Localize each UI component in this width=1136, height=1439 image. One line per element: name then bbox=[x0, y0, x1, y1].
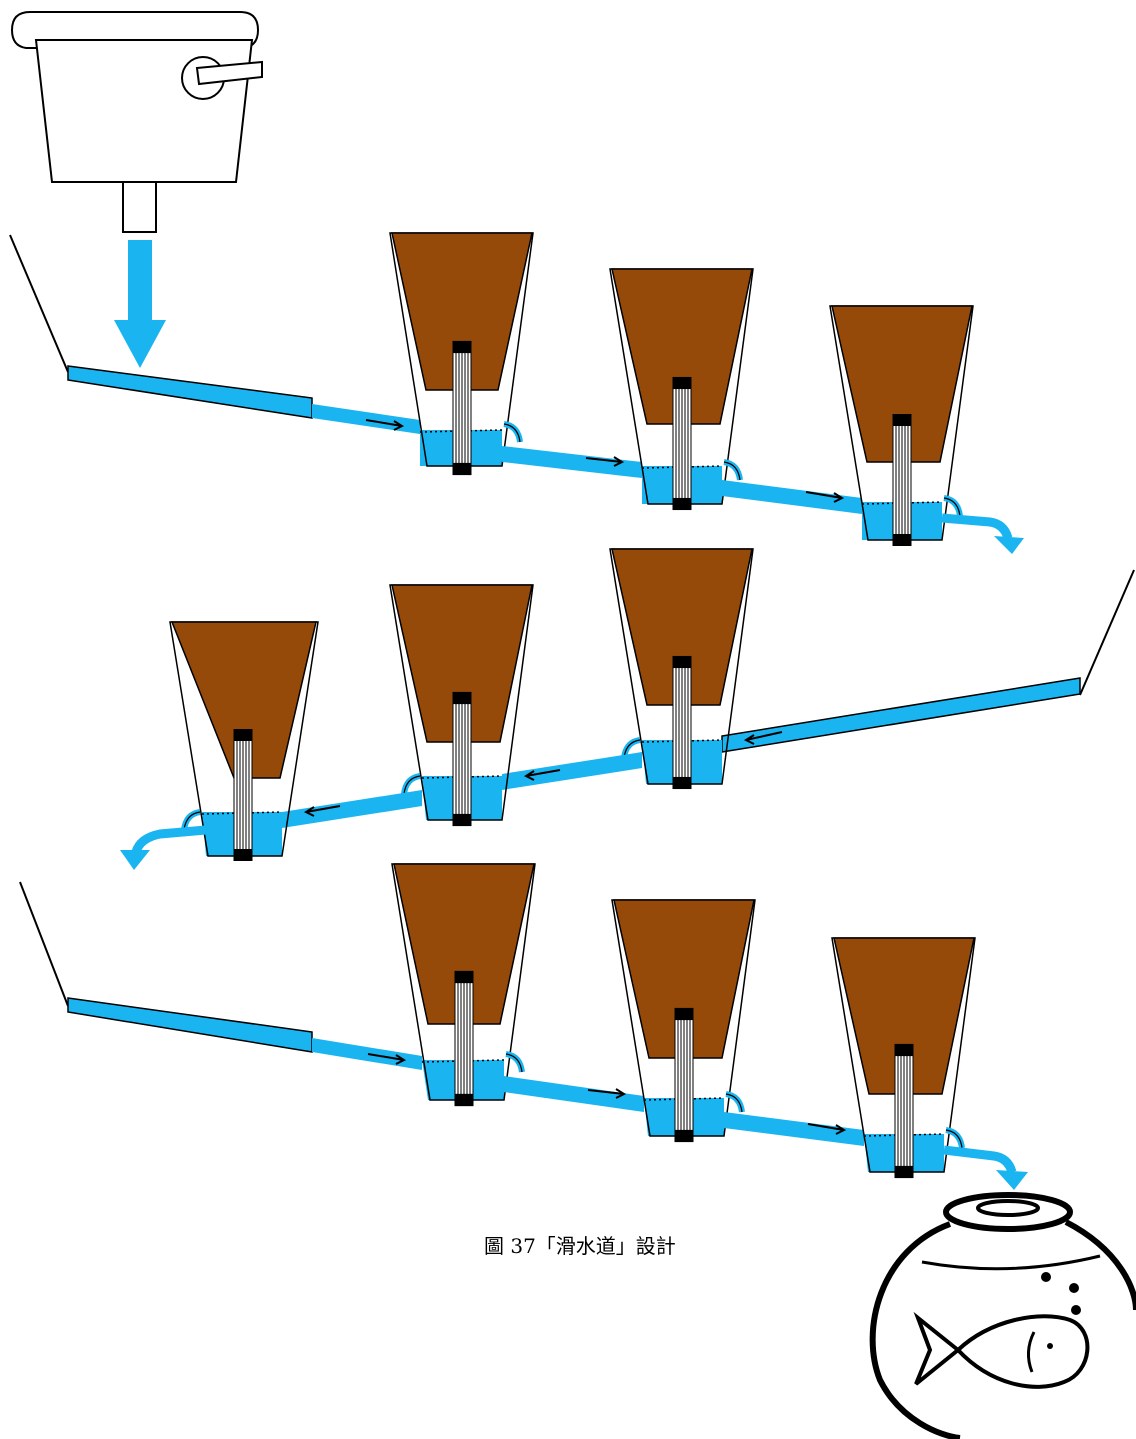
fishbowl-icon bbox=[869, 1192, 1136, 1439]
tier-2 bbox=[120, 548, 1135, 870]
pot bbox=[831, 937, 976, 1172]
outflow-arrow bbox=[131, 825, 207, 854]
outflow-arrow bbox=[943, 1145, 1017, 1174]
fish-icon bbox=[913, 1311, 1090, 1389]
pot bbox=[391, 863, 536, 1100]
pot bbox=[609, 548, 754, 784]
flow-arrow bbox=[523, 769, 561, 781]
tier-1 bbox=[9, 232, 1024, 554]
pot bbox=[609, 268, 754, 504]
flow-arrow bbox=[587, 1088, 627, 1099]
pot bbox=[389, 584, 534, 820]
figure-caption: 圖 37「滑水道」設計 bbox=[484, 1234, 676, 1258]
flow-arrow bbox=[365, 419, 405, 431]
pot bbox=[829, 305, 974, 540]
pot bbox=[169, 621, 319, 856]
pot bbox=[611, 899, 756, 1136]
flow-arrow bbox=[743, 731, 783, 745]
flow-arrow bbox=[585, 456, 625, 467]
outflow-arrow bbox=[941, 513, 1013, 540]
water-inflow-arrow bbox=[114, 240, 166, 368]
tier-3 bbox=[19, 863, 1028, 1190]
flow-arrow bbox=[805, 491, 845, 503]
pot bbox=[389, 232, 534, 469]
flow-arrow bbox=[807, 1123, 847, 1135]
flow-arrow bbox=[367, 1053, 407, 1065]
flow-arrow bbox=[303, 805, 341, 817]
water-tank-icon bbox=[10, 11, 263, 233]
